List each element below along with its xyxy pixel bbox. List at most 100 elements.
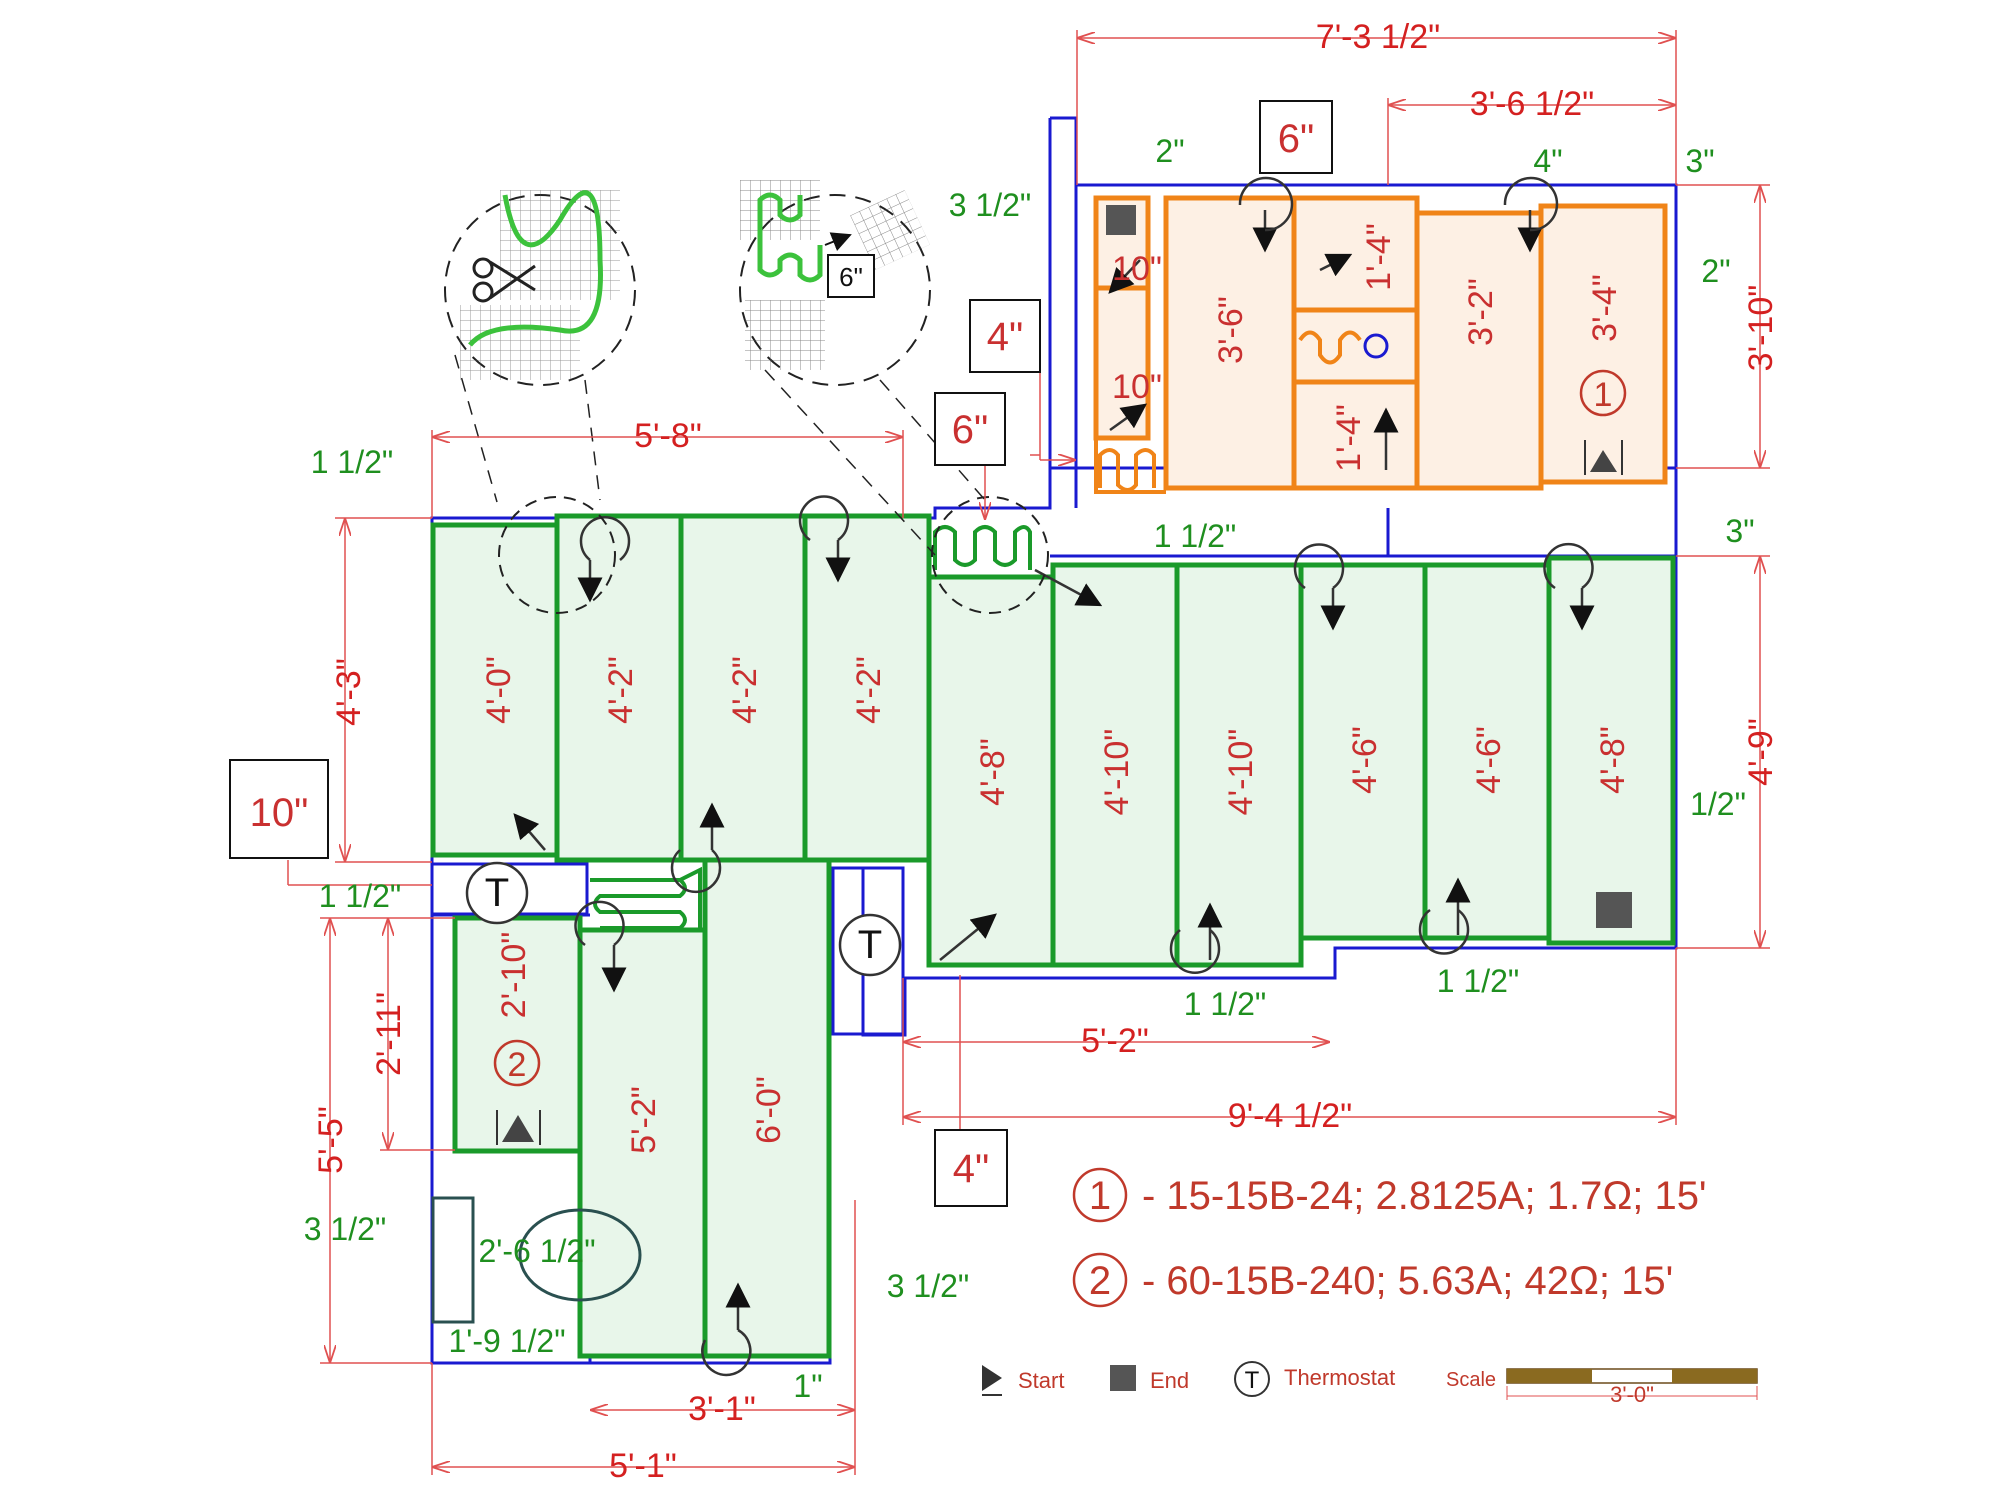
green-label-8: 4'-6" <box>1470 726 1508 794</box>
dim-bottom-c: 3'-1" <box>688 1390 756 1428</box>
drain-icon <box>1363 333 1389 359</box>
start-triangle-icon <box>1584 440 1623 475</box>
dimension-labels: 7'-3 1/2" 3'-6 1/2" 5'-8" 3'-10" 4'-9" 4… <box>312 18 1780 1485</box>
dim-bottom-b: 9'-4 1/2" <box>1228 1097 1352 1135</box>
start-triangle-icon <box>982 1365 1002 1396</box>
green-panel-4-6b <box>1422 562 1552 941</box>
box-6-mid: 6" <box>952 408 988 452</box>
offset-notes: 2'-6 1/2" 1'-9 1/2" 2" 4" 3" 3 1/2" 2" 1… <box>304 133 1755 1404</box>
dim-left-b: 2'-11" <box>370 992 408 1076</box>
green-label-9: 4'-8" <box>1594 726 1632 794</box>
spec-2-num: 2 <box>1089 1259 1111 1303</box>
toilet-icon <box>518 1208 642 1302</box>
note-g14: 3 1/2" <box>887 1268 970 1304</box>
dim-total-width: 7'-3 1/2" <box>1316 18 1440 56</box>
legend-end: End <box>1150 1368 1189 1393</box>
green-mat-area <box>430 513 1676 1359</box>
tank-fixture <box>431 1196 475 1324</box>
dim-right-width: 3'-6 1/2" <box>1470 85 1594 123</box>
box-4-mid: 4" <box>987 315 1023 359</box>
note-g12: 1 1/2" <box>1437 963 1520 999</box>
orange-label-2: 3'-6" <box>1212 296 1250 364</box>
end-square-icon <box>1106 205 1136 235</box>
dimension-lines <box>287 30 1770 1475</box>
note-g6: 1 1/2" <box>311 444 394 480</box>
note-g2: 4" <box>1533 143 1562 179</box>
note-g10: 1 1/2" <box>319 878 402 914</box>
dim-left-width: 5'-8" <box>634 417 702 455</box>
orange-panel-10b <box>1093 285 1151 441</box>
thermostat-symbol: T <box>858 923 882 967</box>
orange-label-6: 3'-4" <box>1586 274 1624 342</box>
boxed-labels: 6" 4" 6" 10" 4" <box>229 100 1333 1207</box>
dim-right-height: 3'-10" <box>1742 285 1780 372</box>
green-panel-2-10 <box>452 915 583 1154</box>
orange-panel-3-4 <box>1538 203 1668 485</box>
green-panel-5-2 <box>577 927 708 1359</box>
thermostat-icon: T <box>465 861 529 925</box>
green-label-7: 4'-6" <box>1346 726 1384 794</box>
green-label-4: 4'-8" <box>974 738 1012 806</box>
scale-value: 3'-0" <box>1610 1382 1654 1407</box>
circuit-markers: 1 2 <box>493 369 1627 1145</box>
note-g1: 2" <box>1155 133 1184 169</box>
note-g15: 1" <box>793 1368 822 1404</box>
panel-labels: 10" 10" 3'-6" 1'-4" 1'-4" 3'-2" 3'-4" 4'… <box>480 223 1632 1154</box>
orange-label-5: 3'-2" <box>1462 278 1500 346</box>
orange-label-4: 1'-4" <box>1330 404 1368 472</box>
circuit-specs: 1 - 15-15B-24; 2.8125A; 1.7Ω; 15' 2 - 60… <box>1072 1167 1707 1308</box>
note-g7: 1 1/2" <box>1154 518 1237 554</box>
green-panel-6-0 <box>702 857 832 1359</box>
green-label-0: 4'-0" <box>480 656 518 724</box>
zoom-label: 6" <box>839 262 863 292</box>
note-g5: 2" <box>1701 253 1730 289</box>
thermostat-icon: T <box>838 913 902 977</box>
green-label-2: 4'-2" <box>726 656 764 724</box>
green-label-12: 6'-0" <box>750 1076 788 1144</box>
box-10: 10" <box>250 791 309 835</box>
note-g13: 3 1/2" <box>304 1211 387 1247</box>
green-label-11: 5'-2" <box>625 1086 663 1154</box>
legend-scale: Scale <box>1446 1369 1496 1391</box>
thermostat-icon: T <box>1234 1361 1270 1397</box>
green-panel-4-8a <box>926 574 1056 968</box>
legend-thermostat-symbol: T <box>1245 1367 1260 1394</box>
scissors-icon <box>472 257 536 303</box>
note-g4: 3 1/2" <box>949 187 1032 223</box>
marker-2-num: 2 <box>508 1046 527 1084</box>
green-label-5: 4'-10" <box>1098 729 1136 816</box>
detail-callouts: 6" <box>444 180 1049 614</box>
box-4-bottom: 4" <box>953 1147 989 1191</box>
spec-2-text: - 60-15B-240; 5.63A; 42Ω; 15' <box>1142 1259 1673 1303</box>
green-label-1: 4'-2" <box>602 656 640 724</box>
box-6-top: 6" <box>1278 117 1314 161</box>
note-g11: 1 1/2" <box>1184 986 1267 1022</box>
dim-mid-height: 4'-9" <box>1742 718 1780 786</box>
orange-label-0: 10" <box>1112 250 1162 288</box>
scale-bar: 3'-0" <box>1506 1368 1758 1407</box>
thermostat-symbol: T <box>485 871 509 915</box>
green-label-10: 2'-10" <box>495 932 533 1019</box>
legend-thermostat: Thermostat <box>1284 1365 1395 1390</box>
orange-label-1: 10" <box>1112 368 1162 406</box>
orange-label-3: 1'-4" <box>1360 223 1398 291</box>
orange-panel-1-4a <box>1291 195 1420 313</box>
dim-width-low: 1'-9 1/2" <box>448 1323 565 1359</box>
green-label-6: 4'-10" <box>1222 729 1260 816</box>
direction-arrows <box>513 176 1595 1377</box>
dim-bottom-d: 5'-1" <box>609 1447 677 1485</box>
end-square-icon <box>1596 892 1632 928</box>
note-g3: 3" <box>1685 143 1714 179</box>
spec-1-text: - 15-15B-24; 2.8125A; 1.7Ω; 15' <box>1142 1174 1707 1218</box>
note-g9: 1/2" <box>1690 786 1746 822</box>
green-label-3: 4'-2" <box>850 656 888 724</box>
orange-panel-3-2 <box>1414 210 1544 491</box>
note-g8: 3" <box>1725 513 1754 549</box>
dim-left-a: 5'-5" <box>312 1106 350 1174</box>
spec-1-num: 1 <box>1089 1174 1111 1218</box>
symbol-legend: Start End T Thermostat Scale 3'-0" <box>982 1361 1758 1407</box>
legend-start: Start <box>1018 1368 1064 1393</box>
orange-drain-area <box>1291 307 1420 385</box>
marker-1-num: 1 <box>1594 376 1613 414</box>
